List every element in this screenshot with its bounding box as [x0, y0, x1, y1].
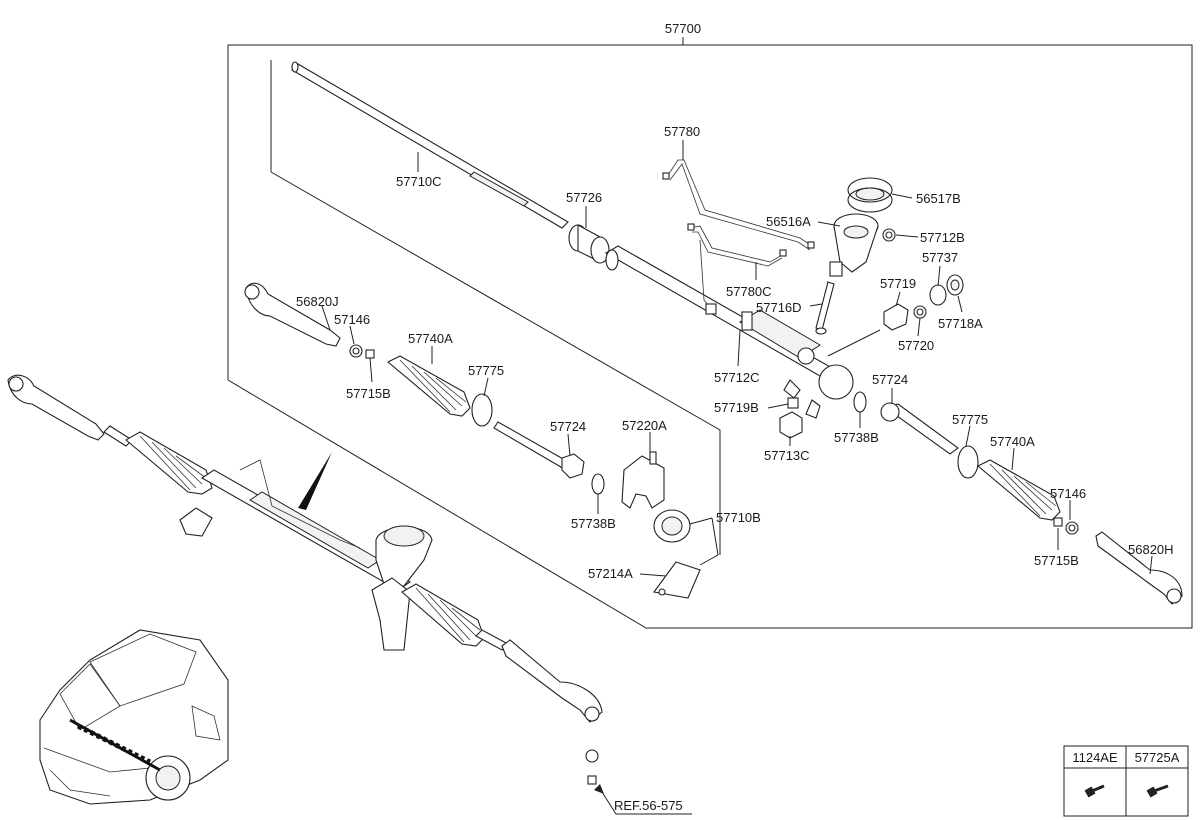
part-label: 57718A: [938, 316, 983, 331]
fastener-table: 1124AE 57725A: [1063, 745, 1189, 817]
part-label: 57712C: [714, 370, 760, 385]
part-label: 57740A: [990, 434, 1035, 449]
part-label: 57720: [898, 338, 934, 353]
part-label: 57146: [334, 312, 370, 327]
boot-right: [977, 459, 1061, 521]
vehicle-illustration: [39, 629, 229, 805]
part-label: 57719: [880, 276, 916, 291]
o-rings: [591, 391, 867, 495]
rack-tube-subbox: [270, 60, 721, 555]
pinion-shaft: [815, 281, 835, 335]
mount-bushing: [653, 509, 691, 543]
part-label: 57715B: [346, 386, 391, 401]
yoke-parts: [883, 274, 964, 331]
pinion-cap: [847, 177, 893, 213]
bushing: [568, 224, 610, 264]
outer-tie-rod-left: [244, 282, 341, 347]
part-labels: 57710C 57726 57780 56516A 56517B 57712B …: [296, 124, 1174, 581]
reference-label: REF.56-575: [614, 798, 683, 813]
part-label: 57737: [922, 250, 958, 265]
part-label: 57712B: [920, 230, 965, 245]
assembled-steering-rack: [7, 374, 603, 785]
part-label: 57214A: [588, 566, 633, 581]
clamp-bracket: [621, 451, 665, 509]
part-label: 57780C: [726, 284, 772, 299]
part-label: 57738B: [571, 516, 616, 531]
part-label: 57716D: [756, 300, 802, 315]
part-label: 57740A: [408, 331, 453, 346]
gear-housing: [604, 245, 854, 419]
part-label: 56517B: [916, 191, 961, 206]
fastener-table-header-2: 57725A: [1135, 750, 1180, 765]
part-label: 56820H: [1128, 542, 1174, 557]
part-label: 57710B: [716, 510, 761, 525]
part-label: 57775: [468, 363, 504, 378]
boot-clamps: [471, 393, 979, 479]
assembly-outline: [227, 37, 1193, 629]
inner-tie-rod-right: [880, 402, 959, 455]
fastener-table-header-1: 1124AE: [1072, 750, 1118, 765]
part-label: 56820J: [296, 294, 339, 309]
part-label: 57726: [566, 190, 602, 205]
nut: [882, 228, 896, 242]
inner-tie-rod-left: [493, 421, 585, 479]
part-label: 57724: [550, 419, 586, 434]
part-label: 57146: [1050, 486, 1086, 501]
part-label: 57738B: [834, 430, 879, 445]
rack-bar: [291, 61, 569, 229]
part-label: 57719B: [714, 400, 759, 415]
reference-pointer: [594, 784, 692, 815]
assembly-label: 57700: [665, 21, 701, 36]
bolt-icon: [1146, 784, 1169, 798]
mount-bracket: [653, 561, 701, 599]
part-label: 57713C: [764, 448, 810, 463]
valve-body: [829, 213, 879, 277]
leader-lines: [321, 140, 1153, 577]
part-label: 56516A: [766, 214, 811, 229]
part-label: 57775: [952, 412, 988, 427]
part-label: 57715B: [1034, 553, 1079, 568]
part-label: 57220A: [622, 418, 667, 433]
part-label: 57724: [872, 372, 908, 387]
pressure-pipes: [662, 159, 815, 315]
bolt-icon: [1084, 784, 1105, 798]
part-label: 57710C: [396, 174, 442, 189]
plug-parts: [779, 397, 803, 439]
lock-nuts-right: [1053, 517, 1079, 535]
part-label: 57780: [664, 124, 700, 139]
lock-nuts-left: [349, 344, 375, 359]
callout-pointer: [298, 452, 332, 510]
boot-left: [387, 355, 471, 417]
